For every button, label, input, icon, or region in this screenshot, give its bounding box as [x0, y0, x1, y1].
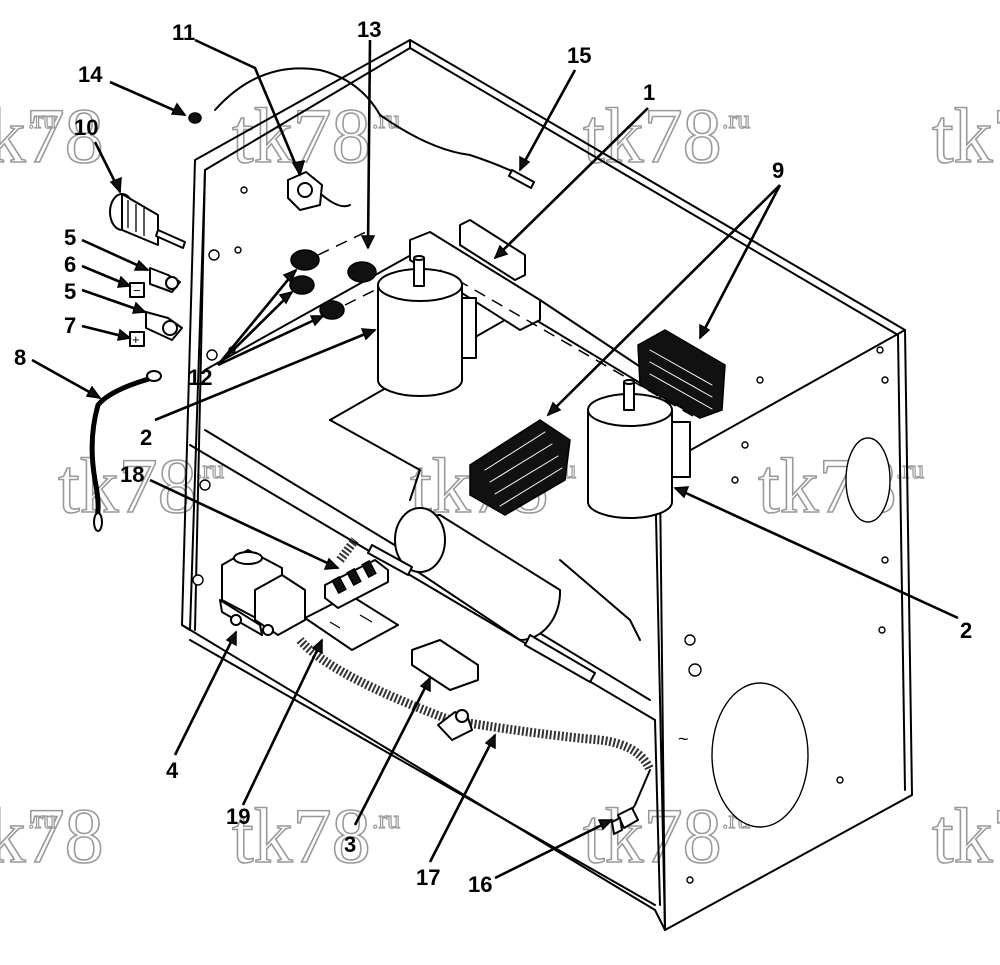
top-rear-edge [409, 39, 906, 331]
callout-5-lower: 5 [64, 279, 76, 304]
watermark: tk78 .ru [57, 441, 225, 530]
svg-text:+: + [132, 332, 140, 347]
svg-text:.ru: .ru [28, 805, 56, 834]
bottom-base [181, 624, 666, 931]
callout-10: 10 [74, 115, 98, 140]
part-16-connector [611, 807, 639, 835]
svg-text:tk78: tk78 [932, 92, 1000, 179]
right-side-panel [654, 329, 913, 931]
callout-5-upper: 5 [64, 225, 76, 250]
ground-mark: ~ [678, 729, 689, 749]
callout-9: 9 [772, 158, 784, 183]
svg-text:.ru: .ru [196, 455, 224, 484]
svg-text:tk78: tk78 [0, 792, 104, 879]
part-6-minus-mark: − [129, 282, 145, 298]
callout-12: 12 [188, 365, 212, 390]
callout-13: 13 [357, 17, 381, 42]
part-15-wire [214, 67, 535, 189]
part-5-terminal-lower [145, 311, 183, 341]
part-12-switches [289, 229, 377, 320]
svg-text:tk78: tk78 [583, 92, 722, 179]
part-18-terminal-block [324, 559, 389, 609]
part-8-ground-strap [89, 370, 162, 532]
callout-2-left: 2 [140, 425, 152, 450]
svg-text:tk78: tk78 [583, 792, 722, 879]
callout-6: 6 [64, 252, 76, 277]
watermark: tk78 .ru [582, 791, 751, 880]
svg-text:.ru: .ru [372, 805, 400, 834]
watermark: tk78 .ru [0, 791, 104, 880]
callout-15: 15 [567, 43, 591, 68]
callout-7: 7 [64, 313, 76, 338]
part-4-solenoid-valve [219, 549, 306, 636]
housing-frame: ~ [181, 39, 913, 931]
part-5-terminal-upper [149, 267, 181, 293]
watermark: tk78 .ru [582, 91, 751, 180]
part-3-drive-motor [367, 507, 596, 691]
svg-text:tk78: tk78 [0, 92, 104, 179]
watermark: tk78 [931, 91, 1000, 180]
callout-3: 3 [344, 832, 356, 857]
svg-text:tk78: tk78 [932, 792, 1000, 879]
callout-8: 8 [14, 345, 26, 370]
part-2-motor-lower [587, 379, 691, 519]
callout-14: 14 [78, 62, 103, 87]
part-17-cable [296, 636, 655, 772]
callout-1: 1 [643, 80, 655, 105]
callout-18: 18 [120, 462, 144, 487]
watermark: tk78 .ru [231, 791, 401, 880]
callout-17: 17 [416, 865, 440, 890]
svg-text:−: − [133, 283, 141, 298]
arrowheads [85, 102, 711, 831]
part-17-cable-lug [437, 709, 473, 741]
side-opening-lower [711, 682, 809, 828]
part-14-nut [188, 112, 202, 124]
side-opening-upper [845, 437, 891, 523]
part-9-rectifier-lower [469, 419, 571, 516]
part-2-motor-upper [377, 255, 477, 397]
callout-16: 16 [468, 872, 492, 897]
svg-text:tk78: tk78 [232, 792, 371, 879]
part-9-rectifier-upper [637, 329, 726, 419]
callout-4: 4 [166, 758, 179, 783]
callout-labels: 14 11 13 15 1 10 9 5 6 5 7 8 12 2 18 2 4… [14, 17, 972, 897]
callout-19: 19 [226, 804, 250, 829]
part-7-plus-mark: + [129, 331, 145, 347]
svg-text:.ru: .ru [722, 105, 750, 134]
watermark: tk78 [931, 791, 1000, 880]
callout-2-right: 2 [960, 618, 972, 643]
svg-text:tk78: tk78 [58, 442, 197, 529]
watermark: tk78 .ru [0, 91, 104, 180]
part-10-plug [109, 193, 186, 249]
callout-11: 11 [172, 20, 195, 45]
part-11-receptacle [287, 171, 351, 211]
svg-text:.ru: .ru [28, 105, 56, 134]
